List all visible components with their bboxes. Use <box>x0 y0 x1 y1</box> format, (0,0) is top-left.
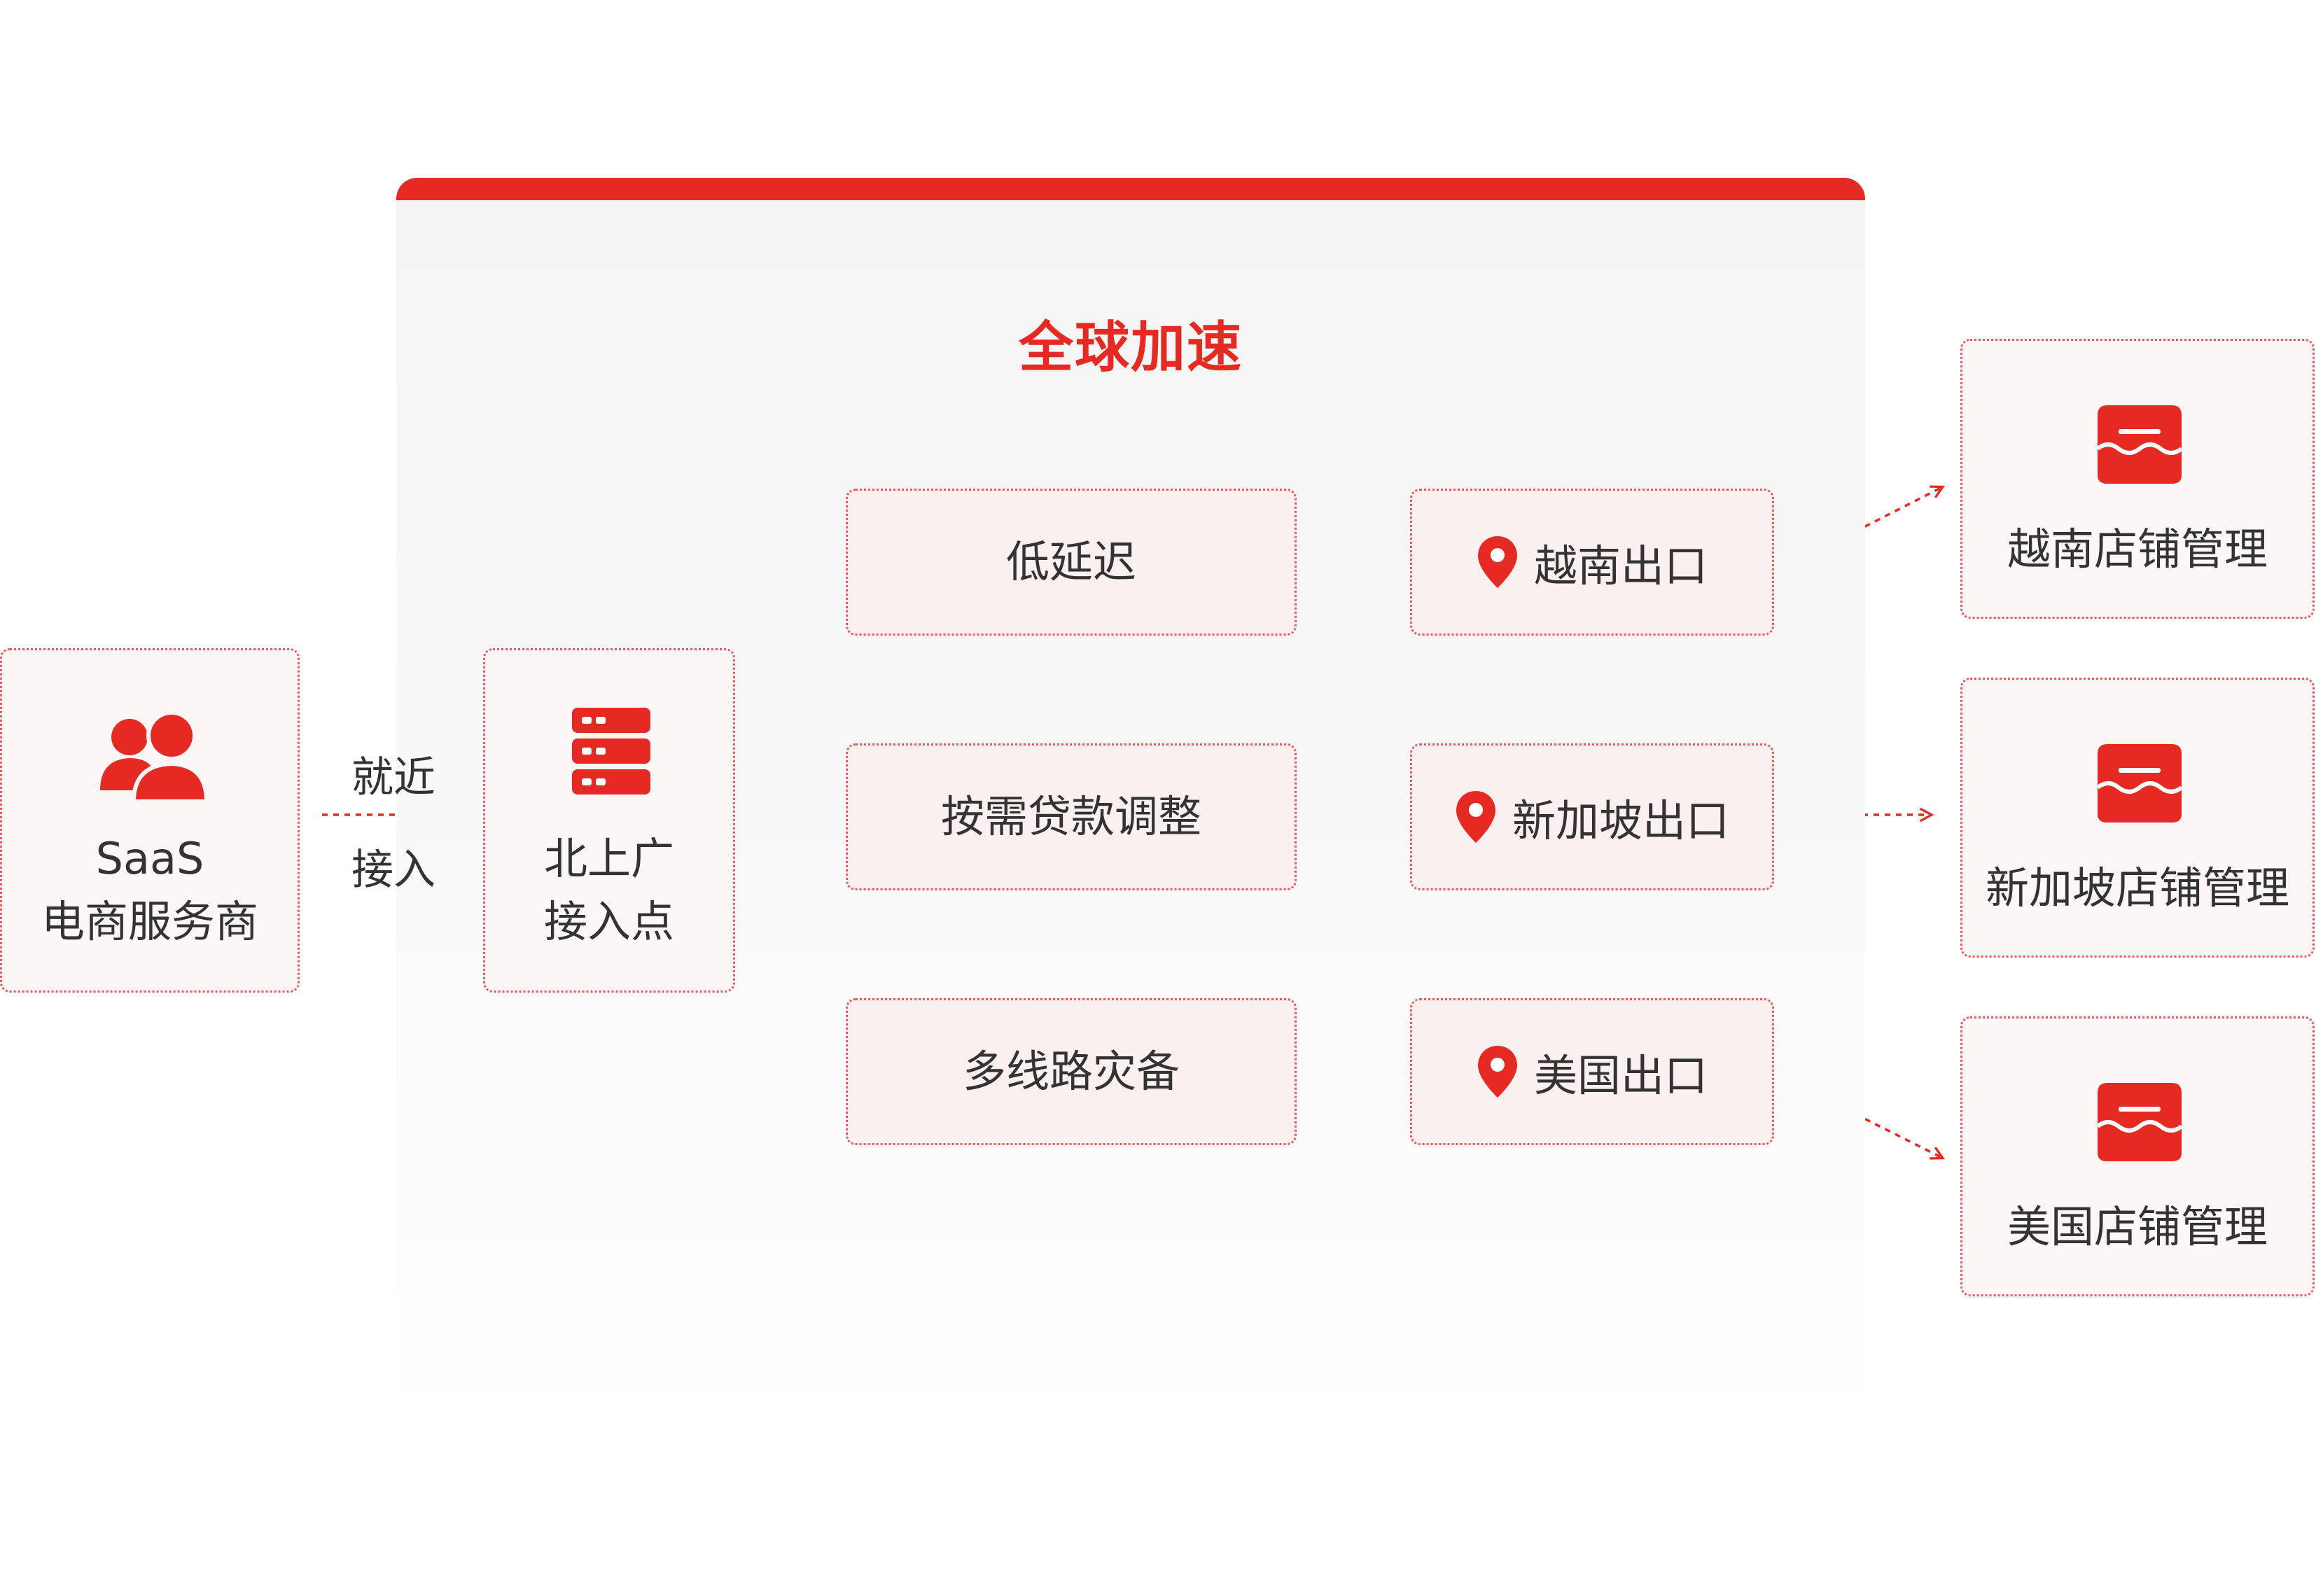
exit-label: 越南出口 <box>1533 540 1708 592</box>
feature-low-latency: 低延迟 <box>846 489 1297 636</box>
saas-provider-node: SaaS 电商服务商 <box>0 648 300 993</box>
saas-provider-label-line1: SaaS <box>95 833 204 884</box>
exit-singapore: 新加坡出口 <box>1410 743 1774 890</box>
store-icon <box>2098 744 2182 822</box>
server-icon <box>572 708 650 794</box>
exit-vietnam: 越南出口 <box>1410 489 1774 636</box>
store-label: 新加坡店铺管理 <box>1985 862 2289 913</box>
panel-accent-bar <box>396 178 1865 200</box>
exit-usa: 美国出口 <box>1410 998 1774 1145</box>
access-point-label-line2: 接入点 <box>543 896 674 947</box>
location-pin-icon <box>1477 536 1517 588</box>
feature-label: 低延迟 <box>1005 536 1136 587</box>
access-point-node: 北上广 接入点 <box>483 648 735 993</box>
store-label: 越南店铺管理 <box>2007 524 2268 575</box>
feature-bandwidth-adjust: 按需贷款调整 <box>846 743 1297 890</box>
nearby-access-label-line1: 就近 <box>351 753 435 802</box>
panel-title: 全球加速 <box>1018 316 1243 379</box>
store-label: 美国店铺管理 <box>2007 1201 2268 1252</box>
store-icon <box>2098 405 2182 484</box>
feature-multiline-disaster-recovery: 多线路灾备 <box>846 998 1297 1145</box>
exit-label: 美国出口 <box>1533 1050 1708 1101</box>
location-pin-icon <box>1477 1046 1517 1098</box>
store-icon <box>2098 1083 2182 1161</box>
access-point-label-line1: 北上广 <box>543 833 674 884</box>
exit-label: 新加坡出口 <box>1512 795 1729 846</box>
users-icon <box>100 710 208 803</box>
store-vietnam: 越南店铺管理 <box>1960 339 2315 619</box>
store-usa: 美国店铺管理 <box>1960 1016 2315 1296</box>
nearby-access-label-line2: 接入 <box>351 846 435 895</box>
feature-label: 多线路灾备 <box>962 1046 1180 1097</box>
location-pin-icon <box>1456 791 1495 843</box>
store-singapore: 新加坡店铺管理 <box>1960 678 2315 958</box>
saas-provider-label-line2: 电商服务商 <box>41 896 258 947</box>
feature-label: 按需贷款调整 <box>940 791 1201 842</box>
